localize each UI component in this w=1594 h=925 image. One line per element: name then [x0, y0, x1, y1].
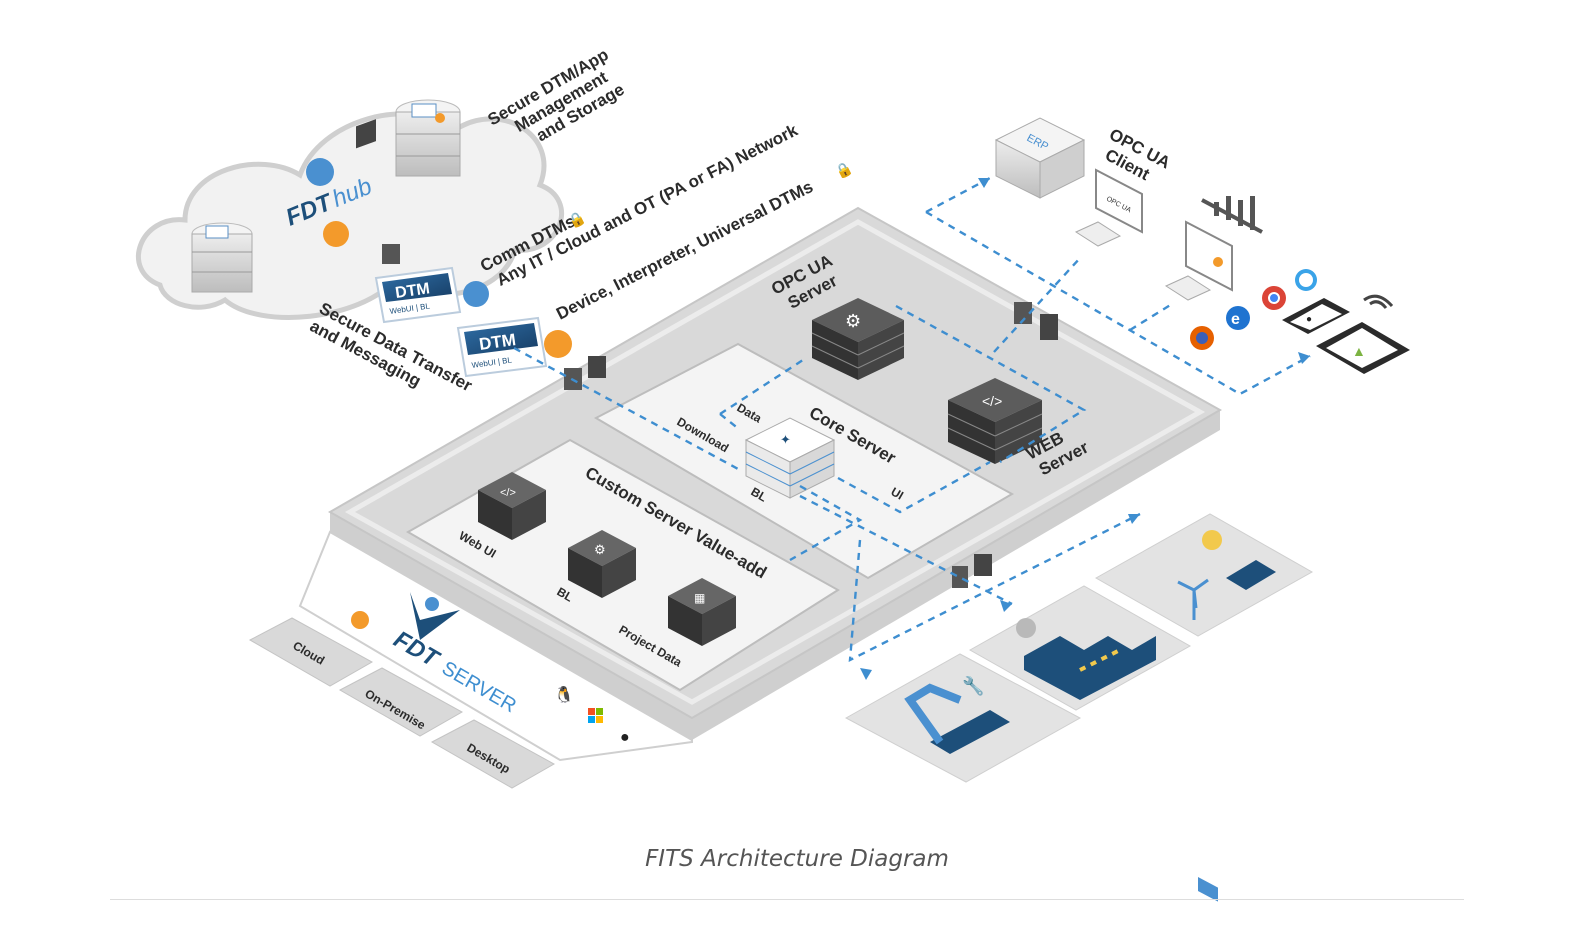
- deploy-tile-cloud: Cloud: [248, 617, 374, 687]
- field-tile-factory: [968, 585, 1192, 711]
- solar-panel-icon: [1226, 560, 1276, 590]
- android-icon: ▲: [1352, 343, 1366, 359]
- cloud-fdt-hub: FDT hub: [135, 99, 565, 320]
- web-ui-module: </>: [478, 472, 546, 540]
- bl-module: ⚙: [568, 530, 636, 598]
- apple-icon: ●: [620, 729, 630, 746]
- browser-icons: e: [1190, 269, 1317, 350]
- cloud-storage-stack-right: [395, 99, 461, 177]
- svg-text:e: e: [1231, 311, 1240, 328]
- firewall-icon-web: [1014, 302, 1058, 340]
- bl-label-core: BL: [749, 484, 770, 504]
- sun-icon: [1202, 530, 1222, 550]
- lock-icon-device: 🔒: [832, 159, 855, 182]
- deploy-tile-on-premise: On-Premise: [338, 667, 464, 737]
- dtm-card-title-1: DTM: [394, 280, 431, 302]
- code-icon-web: </>: [982, 393, 1002, 409]
- mobile-devices: ● ▲: [1282, 294, 1410, 374]
- figure-caption: FITS Architecture Diagram: [645, 846, 949, 872]
- apple-mobile-icon: ●: [1306, 314, 1312, 325]
- hmi-monitor: [1164, 220, 1233, 902]
- opc-ua-server-stack: ⚙: [811, 298, 905, 380]
- custom-item-bl: BL: [555, 584, 576, 604]
- linux-icon: 🐧: [554, 685, 574, 704]
- field-tile-robot: 🔧: [844, 653, 1082, 783]
- firewall-icon-field: [952, 554, 992, 588]
- hub-blue-dot: [306, 158, 334, 186]
- data-flow-lines: [513, 176, 1311, 680]
- project-data-module: ▦: [668, 578, 736, 646]
- gear-icon-bl: ⚙: [594, 542, 606, 557]
- dtm-card-comm: DTM WebUI | BL: [374, 266, 489, 324]
- cloud-storage-stack-left: [191, 222, 253, 293]
- grid-icon-project: ▦: [694, 591, 705, 605]
- dtm-card-title-2: DTM: [478, 330, 517, 354]
- opc-client-monitor: OPC UA: [1074, 168, 1143, 247]
- gear-icon-opc: ⚙: [845, 311, 861, 331]
- fdt-star-icon: ✦: [780, 432, 791, 447]
- windows-icon: [588, 708, 603, 723]
- firewall-icon-cloud: [356, 119, 400, 264]
- caption-divider: [110, 899, 1464, 900]
- field-tile-energy: [1094, 513, 1314, 637]
- wrench-icon: 🔧: [962, 675, 984, 696]
- web-server-stack: </>: [947, 378, 1043, 464]
- chart-icon: [1201, 196, 1263, 234]
- hub-orange-dot: [323, 221, 349, 247]
- erp-server-stack: ERP: [994, 117, 1086, 199]
- edge-icon: [1226, 306, 1250, 330]
- code-icon-webui: </>: [500, 487, 516, 499]
- dtm-card-device: DTM WebUI | BL: [456, 316, 572, 378]
- core-server-stack: ✦: [744, 417, 836, 499]
- wifi-icon: [1363, 294, 1394, 309]
